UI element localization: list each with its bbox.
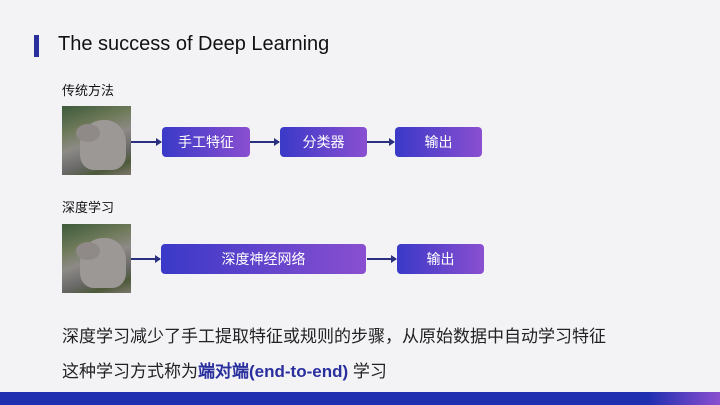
deep-learning-label: 深度学习 (62, 200, 115, 215)
arrow-icon (367, 138, 395, 146)
step-output: 输出 (395, 127, 482, 157)
title-accent-bar (34, 35, 39, 57)
footer-bar (0, 392, 720, 405)
step-deep-neural-network: 深度神经网络 (161, 244, 366, 274)
summary-line-1: 深度学习减少了手工提取特征或规则的步骤，从原始数据中自动学习特征 (62, 327, 606, 346)
summary-suffix: 学习 (348, 362, 387, 381)
arrow-icon (131, 138, 162, 146)
summary-line-2: 这种学习方式称为端对端(end-to-end) 学习 (62, 357, 387, 382)
traditional-label: 传统方法 (62, 83, 115, 98)
step-handcrafted-features: 手工特征 (162, 127, 250, 157)
step-output: 输出 (397, 244, 484, 274)
arrow-icon (131, 255, 161, 263)
squirrel-image (62, 106, 131, 175)
arrow-icon (250, 138, 280, 146)
squirrel-image (62, 224, 131, 293)
end-to-end-highlight: 端对端(end-to-end) (198, 362, 349, 381)
arrow-icon (367, 255, 397, 263)
step-classifier: 分类器 (280, 127, 367, 157)
slide-title: The success of Deep Learning (58, 33, 330, 55)
summary-prefix: 这种学习方式称为 (62, 362, 198, 381)
